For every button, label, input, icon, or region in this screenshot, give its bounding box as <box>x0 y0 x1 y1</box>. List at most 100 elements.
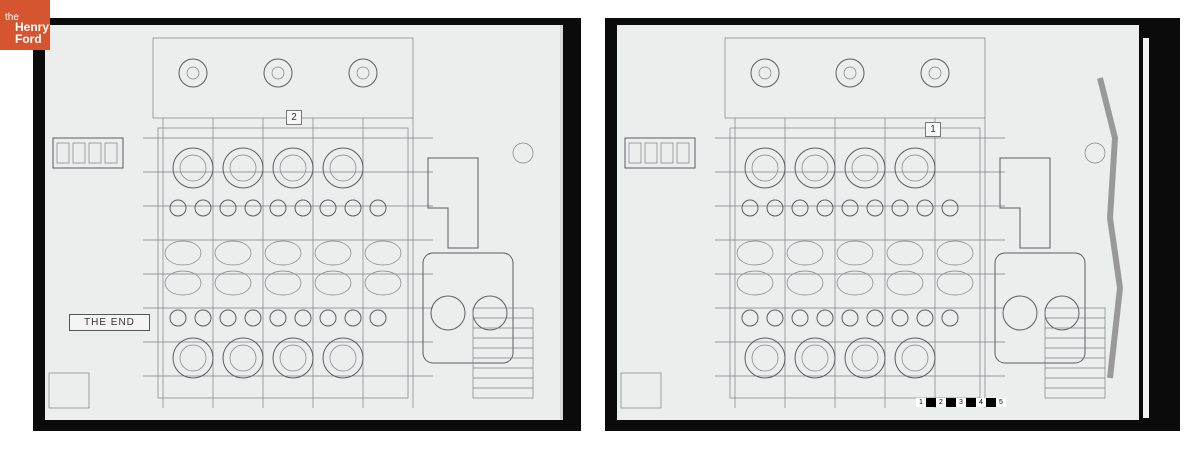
port-circle <box>356 66 370 80</box>
chamber-ellipse <box>886 240 924 266</box>
detail-circle <box>512 142 534 164</box>
valve-circle <box>194 309 212 327</box>
valve-circle <box>766 309 784 327</box>
cylinder-bore <box>901 344 929 372</box>
block-outline <box>729 127 981 399</box>
chamber-ellipse <box>936 240 974 266</box>
end-view-bore <box>1002 295 1038 331</box>
cylinder-bore <box>751 154 779 182</box>
cylinder-bore <box>851 344 879 372</box>
side-detail-slot <box>88 142 102 164</box>
chamber-ellipse <box>786 270 824 296</box>
valve-circle <box>741 199 759 217</box>
valve-circle <box>319 199 337 217</box>
chamber-ellipse <box>736 270 774 296</box>
valve-circle <box>816 199 834 217</box>
chamber-ellipse <box>214 240 252 266</box>
cylinder-bore <box>894 147 936 189</box>
port-circle <box>758 66 772 80</box>
valve-circle <box>891 309 909 327</box>
port-circle <box>750 58 780 88</box>
cylinder-bore <box>179 154 207 182</box>
side-detail-slot <box>628 142 642 164</box>
valve-circle <box>369 309 387 327</box>
cylinder-bore <box>222 337 264 379</box>
valve-circle <box>169 309 187 327</box>
scale-bar-label: 4 <box>976 398 986 407</box>
valve-circle <box>269 199 287 217</box>
logo-text-henry: Henry <box>15 20 50 34</box>
side-detail-slot <box>56 142 70 164</box>
valve-circle <box>841 309 859 327</box>
valve-circle <box>169 199 187 217</box>
valve-circle <box>344 199 362 217</box>
chamber-ellipse <box>164 240 202 266</box>
cylinder-bore <box>744 337 786 379</box>
valve-circle <box>791 199 809 217</box>
sheet-number-badge: 1 <box>925 122 941 137</box>
valve-circle <box>294 199 312 217</box>
valve-circle <box>916 309 934 327</box>
sheet-number-badge: 2 <box>286 110 302 125</box>
port-circle <box>271 66 285 80</box>
valve-circle <box>244 309 262 327</box>
cylinder-bore <box>894 337 936 379</box>
valve-circle <box>891 199 909 217</box>
valve-circle <box>941 309 959 327</box>
blueprint-sheet-left: 2 THE END <box>33 18 581 431</box>
cylinder-bore <box>272 337 314 379</box>
engine-block-drawing-right <box>617 25 1149 420</box>
henry-ford-logo: the Henry Ford <box>0 0 50 50</box>
cylinder-bore <box>794 337 836 379</box>
scale-bar-label: 3 <box>956 398 966 407</box>
valve-circle <box>791 309 809 327</box>
logo-text-ford: Ford <box>15 32 42 46</box>
edge-strip <box>560 25 563 420</box>
paper-background <box>617 25 1139 420</box>
valve-circle <box>816 309 834 327</box>
valve-circle <box>219 199 237 217</box>
chamber-ellipse <box>264 240 302 266</box>
side-section <box>427 157 479 249</box>
chamber-ellipse <box>164 270 202 296</box>
port-circle <box>843 66 857 80</box>
cylinder-bore <box>851 154 879 182</box>
chamber-ellipse <box>936 270 974 296</box>
scale-bar-label: 1 <box>916 398 926 407</box>
port-circle <box>348 58 378 88</box>
chamber-ellipse <box>736 240 774 266</box>
valve-circle <box>941 199 959 217</box>
port-circle <box>178 58 208 88</box>
cylinder-bore <box>794 147 836 189</box>
chamber-ellipse <box>836 270 874 296</box>
manifold-view <box>724 37 986 119</box>
scale-bar-label: 5 <box>996 398 1006 407</box>
side-section <box>999 157 1051 249</box>
valve-circle <box>741 309 759 327</box>
cylinder-bore <box>229 154 257 182</box>
cylinder-bore <box>229 344 257 372</box>
port-circle <box>920 58 950 88</box>
cylinder-bore <box>329 344 357 372</box>
paper-background <box>45 25 560 420</box>
valve-circle <box>244 199 262 217</box>
port-circle <box>835 58 865 88</box>
title-block <box>472 307 534 399</box>
edge-strip <box>1143 38 1149 418</box>
cylinder-bore <box>901 154 929 182</box>
chamber-ellipse <box>314 270 352 296</box>
valve-circle <box>319 309 337 327</box>
cylinder-bore <box>329 154 357 182</box>
valve-circle <box>194 199 212 217</box>
cylinder-bore <box>322 337 364 379</box>
valve-circle <box>369 199 387 217</box>
scale-bar-label: 2 <box>936 398 946 407</box>
valve-circle <box>269 309 287 327</box>
valve-circle <box>294 309 312 327</box>
chamber-ellipse <box>364 270 402 296</box>
cylinder-bore <box>172 337 214 379</box>
chamber-ellipse <box>836 240 874 266</box>
cylinder-bore <box>179 344 207 372</box>
engine-block-drawing-left <box>45 25 563 420</box>
block-outline <box>157 127 409 399</box>
